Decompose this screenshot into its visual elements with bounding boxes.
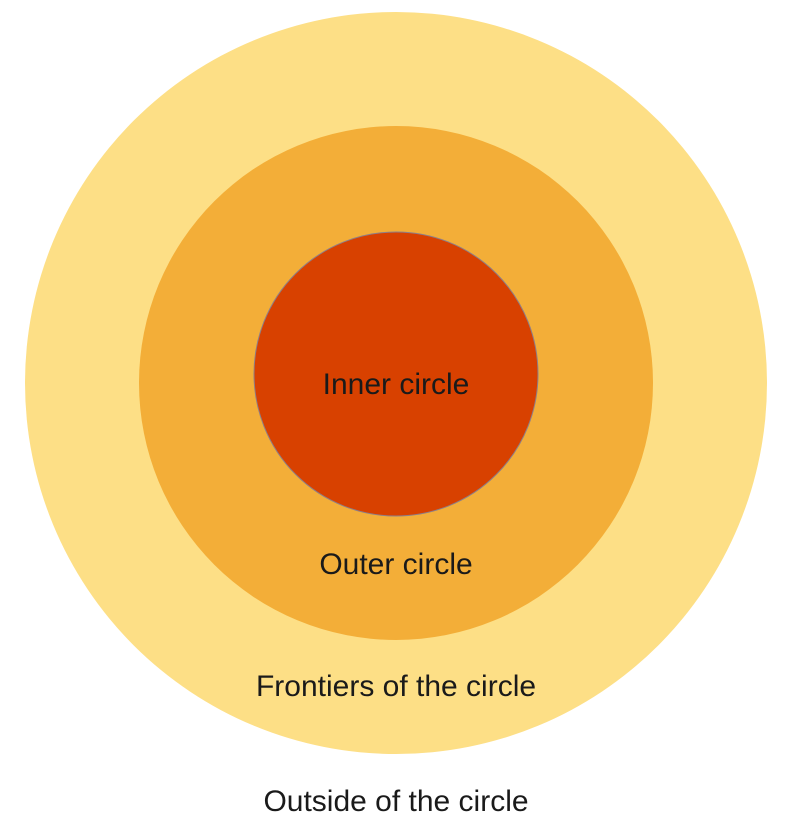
outside-label: Outside of the circle <box>263 785 528 818</box>
inner-ring <box>253 231 539 517</box>
inner-circle-label: Inner circle <box>323 368 470 401</box>
frontiers-label: Frontiers of the circle <box>256 670 536 703</box>
outer-circle-label: Outer circle <box>319 548 472 581</box>
